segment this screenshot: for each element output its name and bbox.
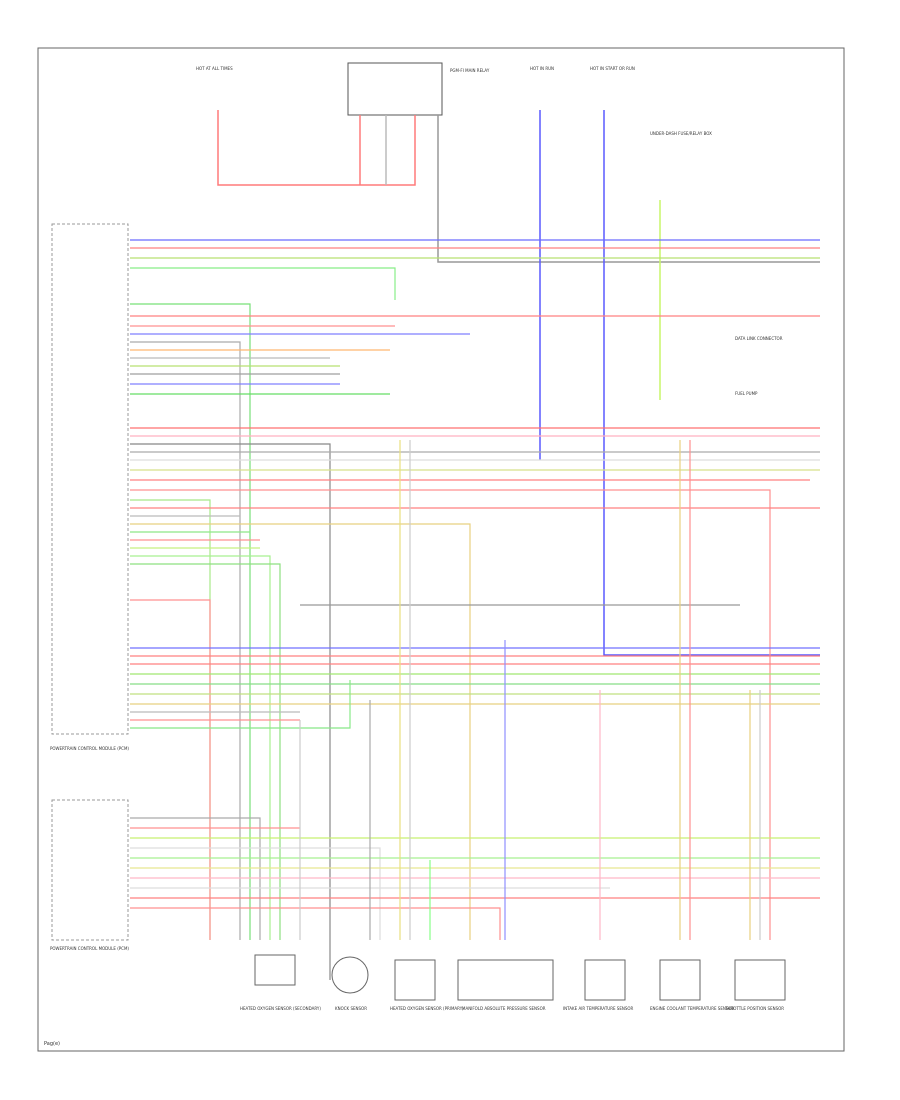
pcm-lower-module-box [51,799,129,941]
sensor-1 [254,954,296,986]
sensor-5 [584,959,626,1001]
hot-in-start-label: HOT IN START OR RUN [590,66,635,71]
right-label-2: FUEL PUMP [735,391,758,396]
hot-in-run-label: HOT IN RUN [530,66,554,71]
component-label-3: HEATED OXYGEN SENSOR (PRIMARY) [390,1006,464,1011]
sensor-4 [457,959,554,1001]
main-relay-label: PGM-FI MAIN RELAY [450,68,490,73]
sensor-7 [734,959,786,1001]
component-label-1: HEATED OXYGEN SENSOR (SECONDARY) [240,1006,321,1011]
component-label-2: KNOCK SENSOR [335,1006,367,1011]
main-relay-box [347,62,443,116]
sensor-6 [659,959,701,1001]
pcm-module-box [51,223,129,735]
page-label: Pag(e) [44,1041,60,1047]
knock-sensor-icon [331,956,369,994]
lower-pcm-wires [130,817,820,940]
pcm-harness-wires [130,239,820,980]
page-border [37,47,845,1052]
under-dash-fuse-label: UNDER-DASH FUSE/RELAY BOX [650,131,712,136]
sensor-3 [394,959,436,1001]
component-label-7: THROTTLE POSITION SENSOR [724,1006,784,1011]
component-label-5: INTAKE AIR TEMPERATURE SENSOR [563,1006,634,1011]
right-label-1: DATA LINK CONNECTOR [735,336,783,341]
hot-at-all-times-label: HOT AT ALL TIMES [196,66,233,71]
bottom-components [254,954,786,1001]
component-label-4: MANIFOLD ABSOLUTE PRESSURE SENSOR [462,1006,546,1011]
pcm-label: POWERTRAIN CONTROL MODULE (PCM) [50,746,129,751]
vertical-drops [299,440,761,940]
component-label-6: ENGINE COOLANT TEMPERATURE SENSOR [650,1006,735,1011]
bottom-labels: HEATED OXYGEN SENSOR (SECONDARY) KNOCK S… [240,1006,784,1011]
top-wires [217,110,820,656]
pcm-lower-label: POWERTRAIN CONTROL MODULE (PCM) [50,946,129,951]
